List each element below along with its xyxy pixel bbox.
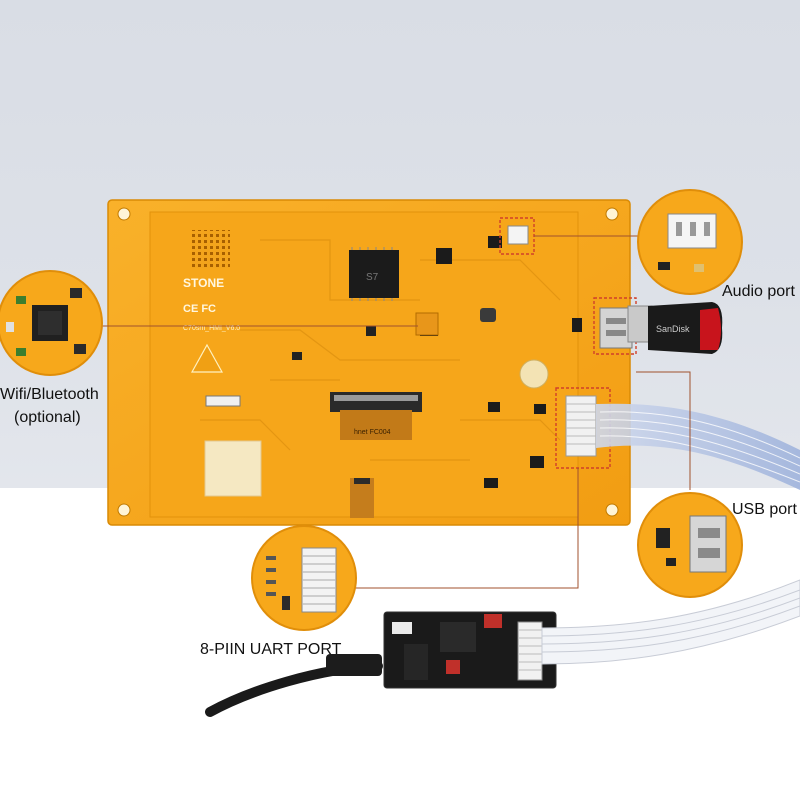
usb-port-callout <box>637 492 743 598</box>
wifi-optional-label: (optional) <box>14 409 81 426</box>
uart-port-callout <box>251 525 357 631</box>
uart-port-label: 8-PIIN UART PORT <box>200 641 342 658</box>
main-cpu-chip <box>349 250 399 298</box>
qr-code <box>192 230 230 268</box>
fpc-marking: hnet FC004 <box>354 429 391 436</box>
flash-drive-brand: SanDisk <box>656 324 690 334</box>
usb-uart-adapter <box>205 579 800 717</box>
hmi-circuit-board: STONE CE FC C70sm_HMI_V6.0 S7 hnet FC004 <box>107 199 637 526</box>
esd-warning-icon <box>190 343 224 373</box>
audio-port-callout <box>637 189 743 295</box>
callout-lines <box>100 235 691 589</box>
usb-port-label: USB port <box>732 501 797 518</box>
usb-flash-drive: SanDisk <box>627 302 723 354</box>
board-brand-text: STONE <box>183 276 224 290</box>
cpu-marking: S7 <box>366 272 379 283</box>
audio-port-label: Audio port <box>722 283 795 300</box>
wifi-bluetooth-label: Wifi/Bluetooth <box>0 386 99 403</box>
board-model-text: C70sm_HMI_V6.0 <box>183 325 240 332</box>
uart-highlight-box <box>555 387 611 469</box>
thermal-pad <box>204 440 262 497</box>
board-cert-marks: CE FC <box>183 303 216 315</box>
uart-ribbon-cable <box>596 403 800 490</box>
wifi-bluetooth-callout <box>0 270 103 376</box>
